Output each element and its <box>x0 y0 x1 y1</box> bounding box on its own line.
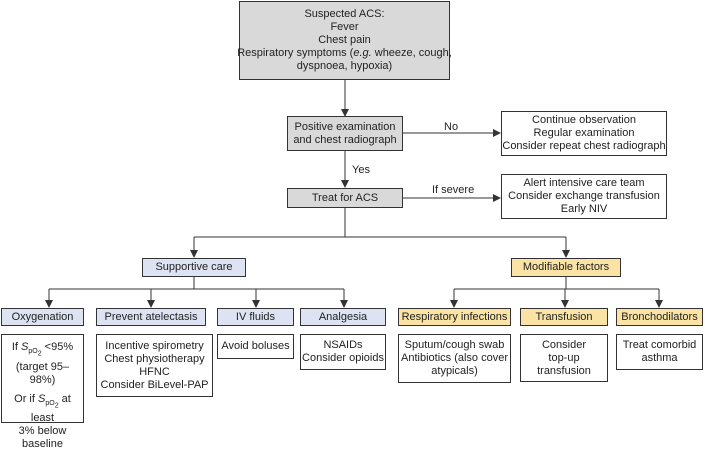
oxygenation-p2-line3: baseline <box>22 438 63 451</box>
suspected-acs-box: Suspected ACS: Fever Chest pain Respirat… <box>237 1 452 80</box>
oxygenation-para-2: Or if SpO2 at least 3% below baseline <box>6 393 79 451</box>
oxy-p2-sub: pO <box>45 399 55 407</box>
symptom-respiratory: Respiratory symptoms (e.g. wheeze, cough… <box>237 47 452 60</box>
edge-label-no: No <box>444 121 459 133</box>
bronchodilators-label: Bronchodilators <box>621 310 698 323</box>
respiratory-text-post: wheeze, cough, <box>371 47 452 59</box>
resp-infections-label: Respiratory infections <box>401 310 508 323</box>
oxy-p1-sub: pO <box>28 348 38 356</box>
bronchodilators-content: Treat comorbid asthma <box>616 334 703 370</box>
oxy-p1-rest: <95% <box>41 341 74 353</box>
connectors <box>45 80 663 308</box>
resp-infections-item: Antibiotics (also cover <box>401 352 508 364</box>
severe-box: Alert intensive care team Consider excha… <box>501 174 667 219</box>
oxygenation-para-1: If SpO2 <95% (target 95–98%) <box>6 341 79 387</box>
iv-fluids-item: Avoid boluses <box>221 340 290 352</box>
analgesia-content: NSAIDs Consider opioids <box>300 334 386 370</box>
atelectasis-label: Prevent atelectasis <box>104 310 198 323</box>
treat-acs-label: Treat for ACS <box>311 191 379 204</box>
iv-fluids-content: Avoid boluses <box>217 334 294 359</box>
oxygenation-label: Oxygenation <box>11 310 74 323</box>
oxy-p2-sub2: 2 <box>54 402 59 410</box>
atelectasis-item: HFNC <box>139 365 170 378</box>
treat-acs-box: Treat for ACS <box>287 188 403 208</box>
oxy-p2-rest: at least <box>30 392 71 425</box>
exam-line-2: and chest radiograph <box>293 133 397 146</box>
observation-line-2: Regular examination <box>533 127 635 139</box>
oxygenation-p1-line2: (target 95–98%) <box>15 360 70 386</box>
analgesia-header: Analgesia <box>300 308 386 326</box>
modifiable-factors-box: Modifiable factors <box>511 258 621 277</box>
symptom-chest-pain: Chest pain <box>318 34 371 46</box>
atelectasis-content: Incentive spirometry Chest physiotherapy… <box>96 334 213 397</box>
oxy-p1-if: If <box>11 341 22 353</box>
transfusion-item: transfusion <box>537 364 591 377</box>
oxygenation-p2-line1: Or if SpO2 at least <box>6 393 79 426</box>
oxygenation-p2-line2: 3% below <box>18 425 67 438</box>
bronchodilators-header: Bronchodilators <box>616 308 703 326</box>
transfusion-header: Transfusion <box>520 308 608 326</box>
atelectasis-item: Incentive spirometry <box>105 339 204 352</box>
resp-infections-item: atypicals) <box>431 365 478 377</box>
severe-line-1: Alert intensive care team <box>523 177 645 189</box>
atelectasis-header: Prevent atelectasis <box>96 308 206 326</box>
oxygenation-p1-line1: If SpO2 <95% <box>6 341 79 361</box>
severe-line-2: Consider exchange transfusion <box>508 190 660 202</box>
transfusion-item: Consider <box>541 338 587 351</box>
analgesia-item: Consider opioids <box>302 352 384 364</box>
resp-infections-header: Respiratory infections <box>398 308 511 326</box>
edge-label-if-severe: If severe <box>432 184 475 196</box>
oxy-p1-sub2: 2 <box>37 350 42 358</box>
oxygenation-content: If SpO2 <95% (target 95–98%) Or if SpO2 … <box>1 334 84 450</box>
bronchodilators-item: asthma <box>641 352 678 364</box>
suspected-acs-heading: Suspected ACS: <box>304 8 385 20</box>
transfusion-content: Consider top-up transfusion <box>520 334 608 382</box>
modifiable-factors-label: Modifiable factors <box>522 261 610 273</box>
exam-radiograph-box: Positive examination and chest radiograp… <box>287 116 403 151</box>
symptom-fever: Fever <box>330 21 359 33</box>
respiratory-text-pre: Respiratory symptoms ( <box>237 47 354 59</box>
bronchodilators-item: Treat comorbid <box>622 339 697 351</box>
resp-infections-item: Sputum/cough swab <box>404 339 505 351</box>
supportive-care-box: Supportive care <box>142 258 246 277</box>
analgesia-item: NSAIDs <box>323 339 363 351</box>
resp-infections-content: Sputum/cough swab Antibiotics (also cove… <box>398 334 511 383</box>
symptom-respiratory-cont: dyspnoea, hypoxia) <box>296 60 393 72</box>
transfusion-label: Transfusion <box>535 310 593 323</box>
atelectasis-item: Chest physiotherapy <box>104 352 205 365</box>
iv-fluids-header: IV fluids <box>217 308 294 326</box>
oxy-p2-s: S <box>38 392 46 405</box>
transfusion-item: top-up <box>548 351 580 364</box>
oxygenation-header: Oxygenation <box>1 308 84 326</box>
edge-label-yes: Yes <box>352 164 370 176</box>
oxy-p2-pre: Or if <box>14 392 38 405</box>
severe-line-3: Early NIV <box>560 203 608 215</box>
respiratory-text-eg: e.g. <box>353 47 372 59</box>
exam-line-1: Positive examination <box>294 120 396 133</box>
iv-fluids-label: IV fluids <box>235 310 276 323</box>
observation-line-1: Continue observation <box>532 114 636 126</box>
supportive-care-label: Supportive care <box>155 261 233 273</box>
observation-box: Continue observation Regular examination… <box>501 111 667 156</box>
analgesia-label: Analgesia <box>318 310 368 323</box>
atelectasis-item: Consider BiLevel-PAP <box>100 378 209 391</box>
observation-line-3: Consider repeat chest radiograph <box>502 140 666 152</box>
oxy-p1-s: S <box>21 341 29 353</box>
